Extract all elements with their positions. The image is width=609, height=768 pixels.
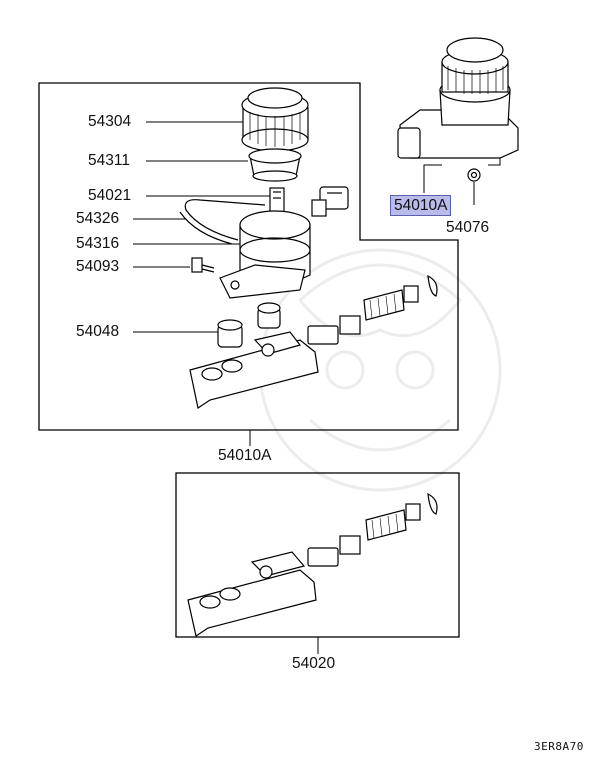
callout-54316: 54316 <box>76 235 120 252</box>
reservoir-grommets <box>217 302 281 348</box>
callout-54020: 54020 <box>292 655 336 672</box>
reservoir-connector <box>311 186 349 217</box>
piston-kit-upper <box>307 274 438 345</box>
master-cylinder-assembly-small <box>397 37 519 182</box>
reservoir-hose <box>179 199 266 245</box>
callout-54048: 54048 <box>76 323 120 340</box>
callout-54311: 54311 <box>88 152 130 169</box>
callout-54010A-highlighted[interactable]: 54010A <box>390 195 452 216</box>
reservoir-filter <box>269 187 285 213</box>
cylinder-body-upper <box>189 331 319 409</box>
cylinder-body-lower <box>187 551 317 637</box>
callout-54010A: 54010A <box>218 447 272 464</box>
piston-kit-lower <box>307 492 438 567</box>
assembly-outline-54010A <box>38 82 459 431</box>
mounting-bolt <box>191 257 215 273</box>
callout-54076: 54076 <box>446 219 490 236</box>
reservoir-tank <box>219 210 311 299</box>
reservoir-cap <box>241 87 309 152</box>
reservoir-diaphragm <box>248 148 302 182</box>
callout-54093: 54093 <box>76 258 120 275</box>
callout-54304: 54304 <box>88 113 132 130</box>
figure-code: 3ER8A70 <box>534 740 584 753</box>
callout-54021: 54021 <box>88 187 132 204</box>
callout-54326: 54326 <box>76 210 120 227</box>
